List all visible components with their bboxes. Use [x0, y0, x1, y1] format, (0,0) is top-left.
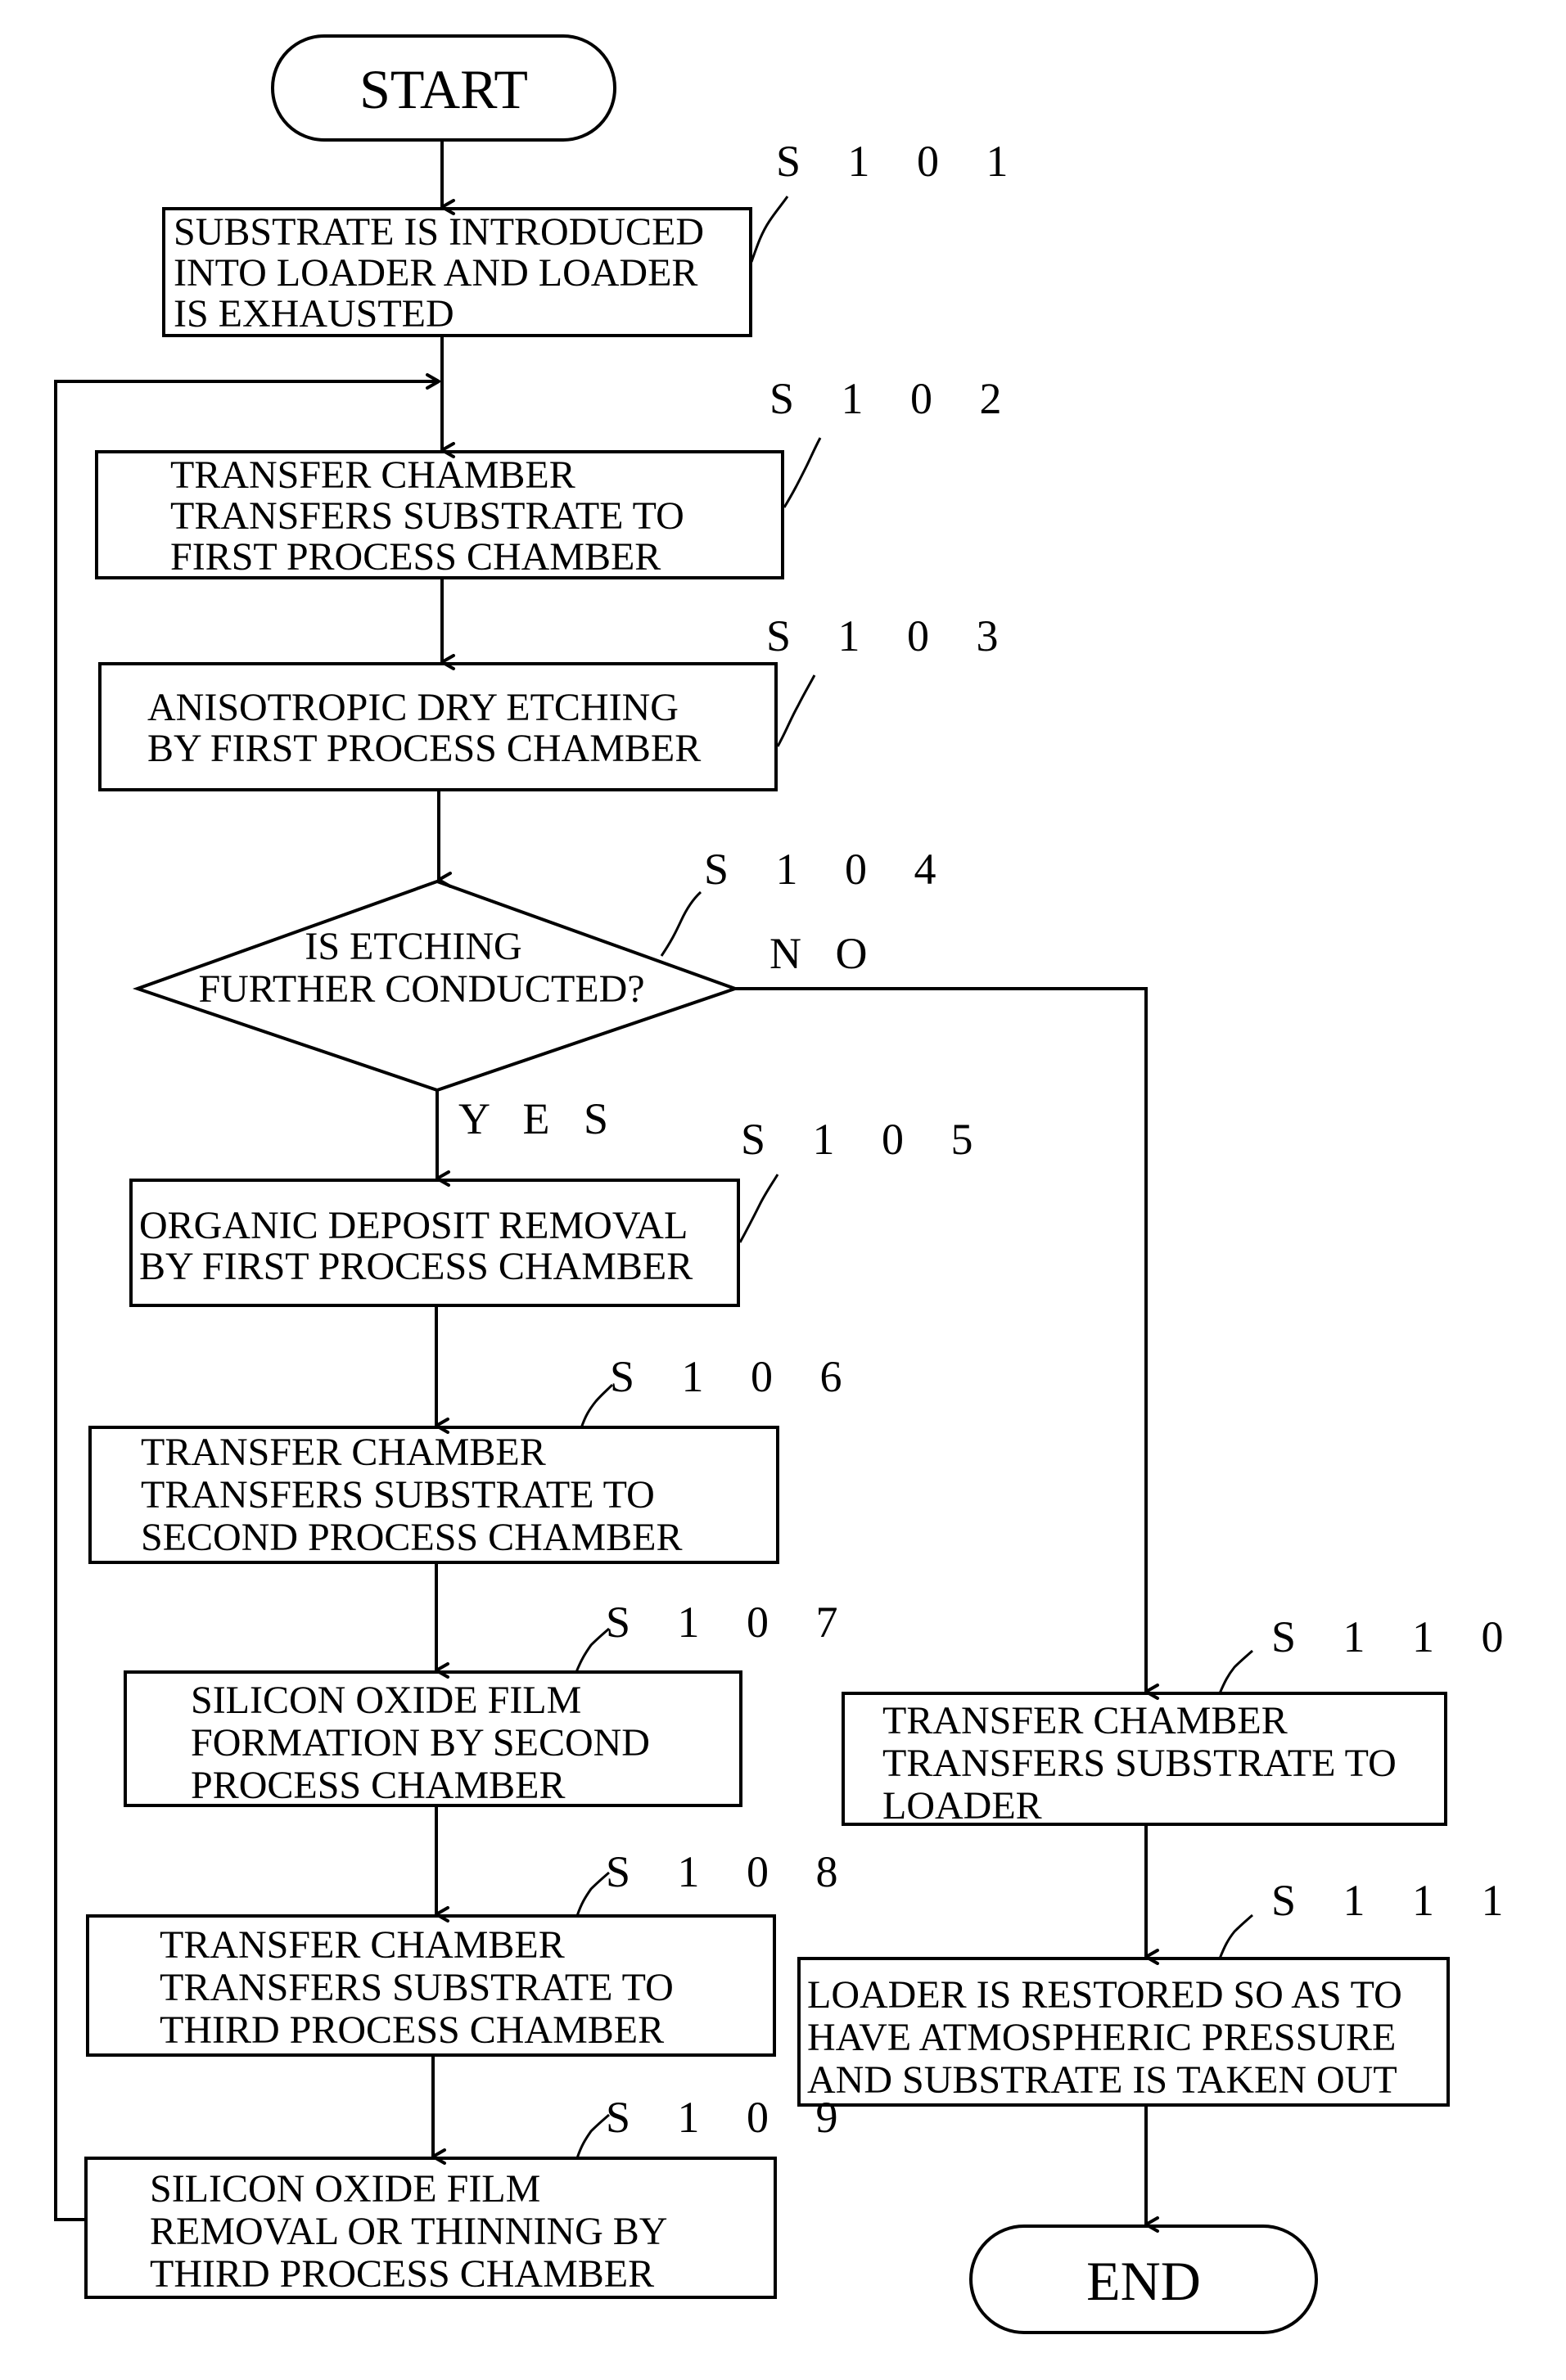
s108-id: S 1 0 8	[606, 1847, 856, 1896]
s101-line-1: SUBSTRATE IS INTRODUCED	[174, 210, 704, 254]
arrow-s104-no-to-s110	[735, 989, 1146, 1692]
s106-line-1: TRANSFER CHAMBER	[141, 1431, 546, 1474]
s109-line-2: REMOVAL OR THINNING BY	[150, 2210, 667, 2253]
s111-id: S 1 1 1	[1271, 1876, 1522, 1925]
end-label: END	[1086, 2250, 1201, 2312]
step-s108: TRANSFER CHAMBER TRANSFERS SUBSTRATE TO …	[88, 1847, 856, 2055]
branch-yes-label: Y E S	[458, 1094, 620, 1143]
s104-line-2: FURTHER CONDUCTED?	[198, 967, 644, 1011]
step-s103: ANISOTROPIC DRY ETCHING BY FIRST PROCESS…	[100, 611, 1017, 790]
s110-line-2: TRANSFERS SUBSTRATE TO	[882, 1742, 1397, 1785]
s106-line-2: TRANSFERS SUBSTRATE TO	[141, 1473, 655, 1517]
step-s106: TRANSFER CHAMBER TRANSFERS SUBSTRATE TO …	[90, 1352, 860, 1562]
s106-id: S 1 0 6	[610, 1352, 860, 1401]
s111-line-2: HAVE ATMOSPHERIC PRESSURE	[807, 2016, 1396, 2059]
s108-line-3: THIRD PROCESS CHAMBER	[160, 2008, 664, 2052]
s102-line-1: TRANSFER CHAMBER	[170, 453, 575, 497]
s105-line-2: BY FIRST PROCESS CHAMBER	[139, 1245, 693, 1288]
s104-id: S 1 0 4	[704, 845, 954, 894]
s105-line-1: ORGANIC DEPOSIT REMOVAL	[139, 1204, 688, 1247]
s107-id: S 1 0 7	[606, 1598, 856, 1647]
s110-id: S 1 1 0	[1271, 1612, 1522, 1661]
s109-line-1: SILICON OXIDE FILM	[150, 2167, 540, 2211]
s105-id: S 1 0 5	[741, 1115, 991, 1164]
s104-line-1: IS ETCHING	[305, 925, 521, 968]
end-terminal: END	[971, 2226, 1316, 2333]
s103-id: S 1 0 3	[766, 611, 1017, 660]
s106-line-3: SECOND PROCESS CHAMBER	[141, 1516, 683, 1559]
start-label: START	[359, 58, 528, 120]
s107-line-3: PROCESS CHAMBER	[191, 1764, 565, 1807]
step-s110: TRANSFER CHAMBER TRANSFERS SUBSTRATE TO …	[843, 1612, 1522, 1828]
s108-line-1: TRANSFER CHAMBER	[160, 1923, 565, 1967]
s103-line-1: ANISOTROPIC DRY ETCHING	[147, 686, 679, 729]
s111-line-3: AND SUBSTRATE IS TAKEN OUT	[807, 2058, 1397, 2102]
decision-s104: IS ETCHING FURTHER CONDUCTED? S 1 0 4 N …	[138, 845, 954, 1143]
s110-line-1: TRANSFER CHAMBER	[882, 1699, 1288, 1742]
s107-line-1: SILICON OXIDE FILM	[191, 1679, 581, 1722]
step-s102: TRANSFER CHAMBER TRANSFERS SUBSTRATE TO …	[97, 374, 1020, 579]
s107-line-2: FORMATION BY SECOND	[191, 1721, 650, 1765]
s101-line-3: IS EXHAUSTED	[174, 292, 454, 336]
s102-line-2: TRANSFERS SUBSTRATE TO	[170, 494, 684, 538]
s109-line-3: THIRD PROCESS CHAMBER	[150, 2252, 654, 2296]
s108-line-2: TRANSFERS SUBSTRATE TO	[160, 1966, 674, 2009]
start-terminal: START	[273, 36, 615, 140]
branch-no-label: N O	[769, 929, 879, 978]
s101-id: S 1 0 1	[776, 137, 1027, 186]
s111-line-1: LOADER IS RESTORED SO AS TO	[807, 1973, 1402, 2017]
step-s109: SILICON OXIDE FILM REMOVAL OR THINNING B…	[86, 2093, 856, 2297]
step-s111: LOADER IS RESTORED SO AS TO HAVE ATMOSPH…	[799, 1876, 1522, 2105]
s110-line-3: LOADER	[882, 1784, 1042, 1828]
step-s107: SILICON OXIDE FILM FORMATION BY SECOND P…	[125, 1598, 856, 1807]
s101-line-2: INTO LOADER AND LOADER	[174, 251, 697, 295]
s102-line-3: FIRST PROCESS CHAMBER	[170, 535, 661, 579]
step-s101: SUBSTRATE IS INTRODUCED INTO LOADER AND …	[164, 137, 1027, 336]
s102-id: S 1 0 2	[769, 374, 1020, 423]
s103-line-2: BY FIRST PROCESS CHAMBER	[147, 727, 701, 770]
